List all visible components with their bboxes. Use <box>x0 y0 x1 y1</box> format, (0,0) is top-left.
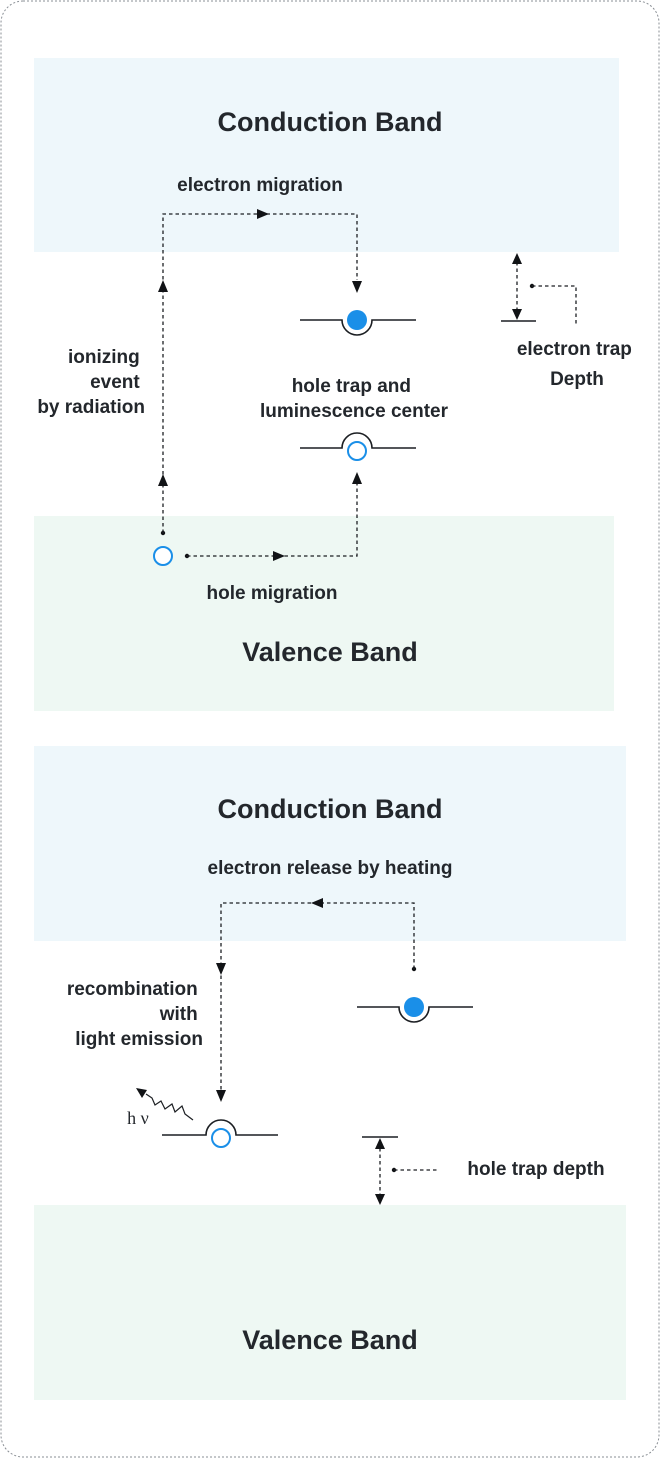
top-valence-band <box>34 516 614 711</box>
photon-arrow <box>136 1088 147 1098</box>
hole-trap-level <box>300 432 416 449</box>
ionizing-event-label: ionizing event by radiation <box>37 347 145 418</box>
electron-migration-label: electron migration <box>177 175 343 196</box>
bottom-conduction-band <box>34 746 626 941</box>
arrow-right-hole <box>273 551 285 561</box>
photon-label: h ν <box>127 1108 149 1128</box>
bottom-electron-trap-level <box>357 1006 473 1023</box>
bottom-hole-trap-level <box>162 1119 278 1136</box>
top-conduction-band <box>34 58 619 252</box>
ionizing-path <box>162 213 358 533</box>
arrow-down-mid <box>216 963 226 975</box>
top-diagram: Conduction Band Valence Band electron mi… <box>34 58 637 711</box>
bottom-hole-trap <box>211 1128 231 1148</box>
arrow-right-migration <box>257 209 269 219</box>
arrow-left-release <box>311 898 323 908</box>
hole-migration-path <box>187 480 358 557</box>
hole-trap-depth-label: hole trap depth <box>467 1159 604 1180</box>
trapped-electron <box>347 310 367 330</box>
bottom-valence-band <box>34 1205 626 1400</box>
trap-depth-arrow-down <box>512 309 522 320</box>
arrow-down-to-trap <box>352 281 362 293</box>
hole-depth-arrow-down <box>375 1194 385 1205</box>
trap-depth-callout <box>532 285 577 325</box>
photon-wave <box>145 1093 194 1121</box>
bottom-valence-band-label: Valence Band <box>242 1325 418 1355</box>
valence-hole <box>153 546 173 566</box>
arrow-up-upper <box>158 280 168 292</box>
arrow-up-lower <box>158 474 168 486</box>
bottom-conduction-band-label: Conduction Band <box>218 794 443 824</box>
top-conduction-band-label: Conduction Band <box>218 107 443 137</box>
top-valence-band-label: Valence Band <box>242 637 418 667</box>
arrow-down-to-hole <box>216 1090 226 1102</box>
hole-trap-empty <box>347 441 367 461</box>
electron-trap-depth-label: electron trap Depth <box>517 339 637 390</box>
hole-migration-label: hole migration <box>207 583 338 604</box>
bottom-diagram: Conduction Band Valence Band electron re… <box>34 746 626 1400</box>
bottom-trapped-electron <box>404 997 424 1017</box>
hole-trap-label: hole trap and luminescence center <box>260 376 449 422</box>
electron-release-label: electron release by heating <box>208 858 453 879</box>
electron-trap-level <box>300 319 416 336</box>
trap-depth-arrow-up <box>512 253 522 264</box>
hole-depth-arrow-up <box>375 1138 385 1149</box>
recombination-label: recombination with light emission <box>67 979 203 1050</box>
arrow-up-to-hole-trap <box>352 472 362 484</box>
